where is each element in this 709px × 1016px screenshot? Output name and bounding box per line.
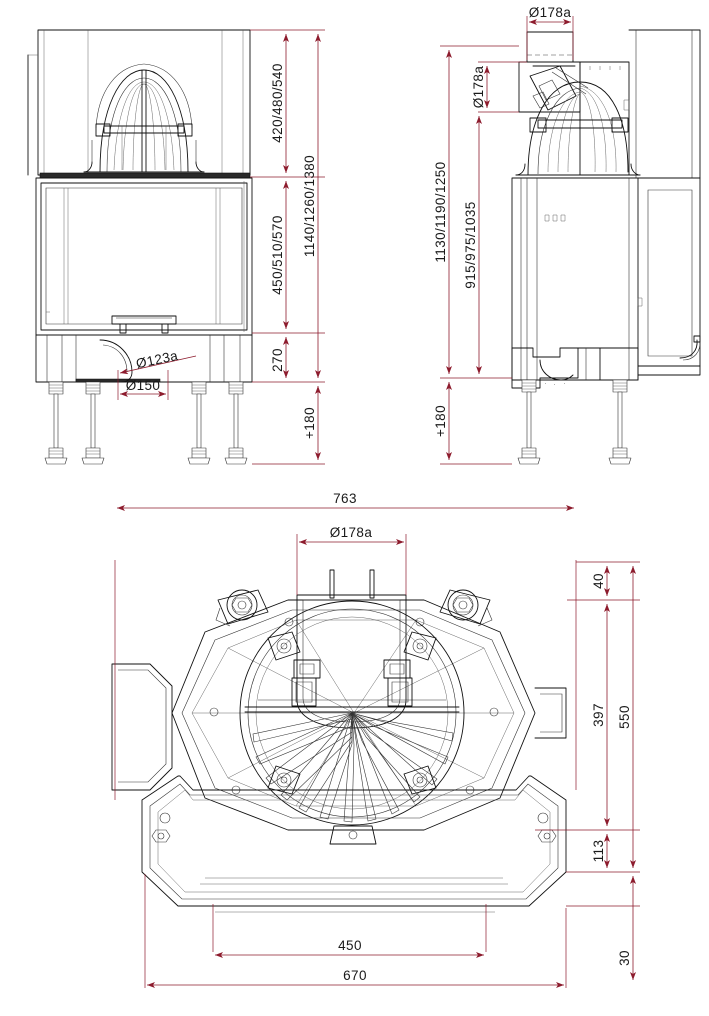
side-elevation-view: Ø178a Ø178a 1130/1190/1250 915/975/1035 … [433,5,701,465]
front-dome-basket [83,63,205,173]
side-legs [517,379,632,465]
side-leg-1 [517,379,541,465]
plan-clamp-brackets [215,589,493,627]
leg-2 [81,381,105,465]
leg-3 [187,381,211,465]
dim-plan-inner-width: 450 [338,938,362,953]
dim-plan-front-offset: 40 [591,573,606,589]
dim-plan-body-depth: 397 [591,703,606,727]
dim-front-base-outlet: Ø150 [126,378,161,393]
dim-side-flue-side: Ø178a [471,66,486,109]
plan-corner-lugs [267,631,437,795]
side-dimensions: Ø178a Ø178a 1130/1190/1250 915/975/1035 … [433,5,574,465]
dim-plan-frame-width: 670 [343,968,367,983]
front-dimensions: 420/480/540 450/510/570 270 1140/1260/13… [117,29,325,465]
clamp-right [439,589,493,627]
dim-side-flue-top: Ø178a [529,5,572,20]
dim-plan-overall-depth: 550 [617,705,632,729]
dim-front-leg-adjust: +180 [302,407,317,439]
front-legs [44,381,248,465]
dim-side-leg-adjust: +180 [433,405,448,437]
side-dome-basket [515,81,641,176]
dim-side-body-height: 915/975/1035 [463,201,478,288]
dim-plan-overall-width: 763 [333,491,357,506]
dim-front-firebox-height: 450/510/570 [270,215,285,294]
plan-left-tab [111,663,173,791]
dim-front-overall-height: 1140/1260/1380 [302,155,317,257]
clamp-left [215,589,269,627]
dim-side-overall-height: 1130/1190/1250 [433,161,448,262]
dim-front-hood-height: 420/480/540 [270,63,285,142]
grate-vanes [252,711,454,823]
leg-4 [224,381,248,465]
plan-right-tab [534,687,567,739]
front-elevation-view: 420/480/540 450/510/570 270 1140/1260/13… [27,29,325,465]
dim-plan-lip-depth: 30 [617,950,632,966]
plan-outer-frame [141,775,567,913]
dim-plan-flue-diameter: Ø178a [330,525,373,540]
plan-top-view: 763 Ø178a 40 397 113 550 [111,491,640,988]
dim-front-base-height: 270 [270,348,285,372]
plan-front-latch [329,825,377,845]
dim-plan-rear-offset: 113 [591,840,606,863]
front-top-plate [37,172,251,179]
side-leg-2 [608,379,632,465]
front-firebox-door [35,177,253,336]
leg-1 [44,381,68,465]
plan-dimensions: 763 Ø178a 40 397 113 550 [114,491,640,988]
plan-bearing-pillars [291,659,413,707]
plan-grate-ring [239,600,465,826]
